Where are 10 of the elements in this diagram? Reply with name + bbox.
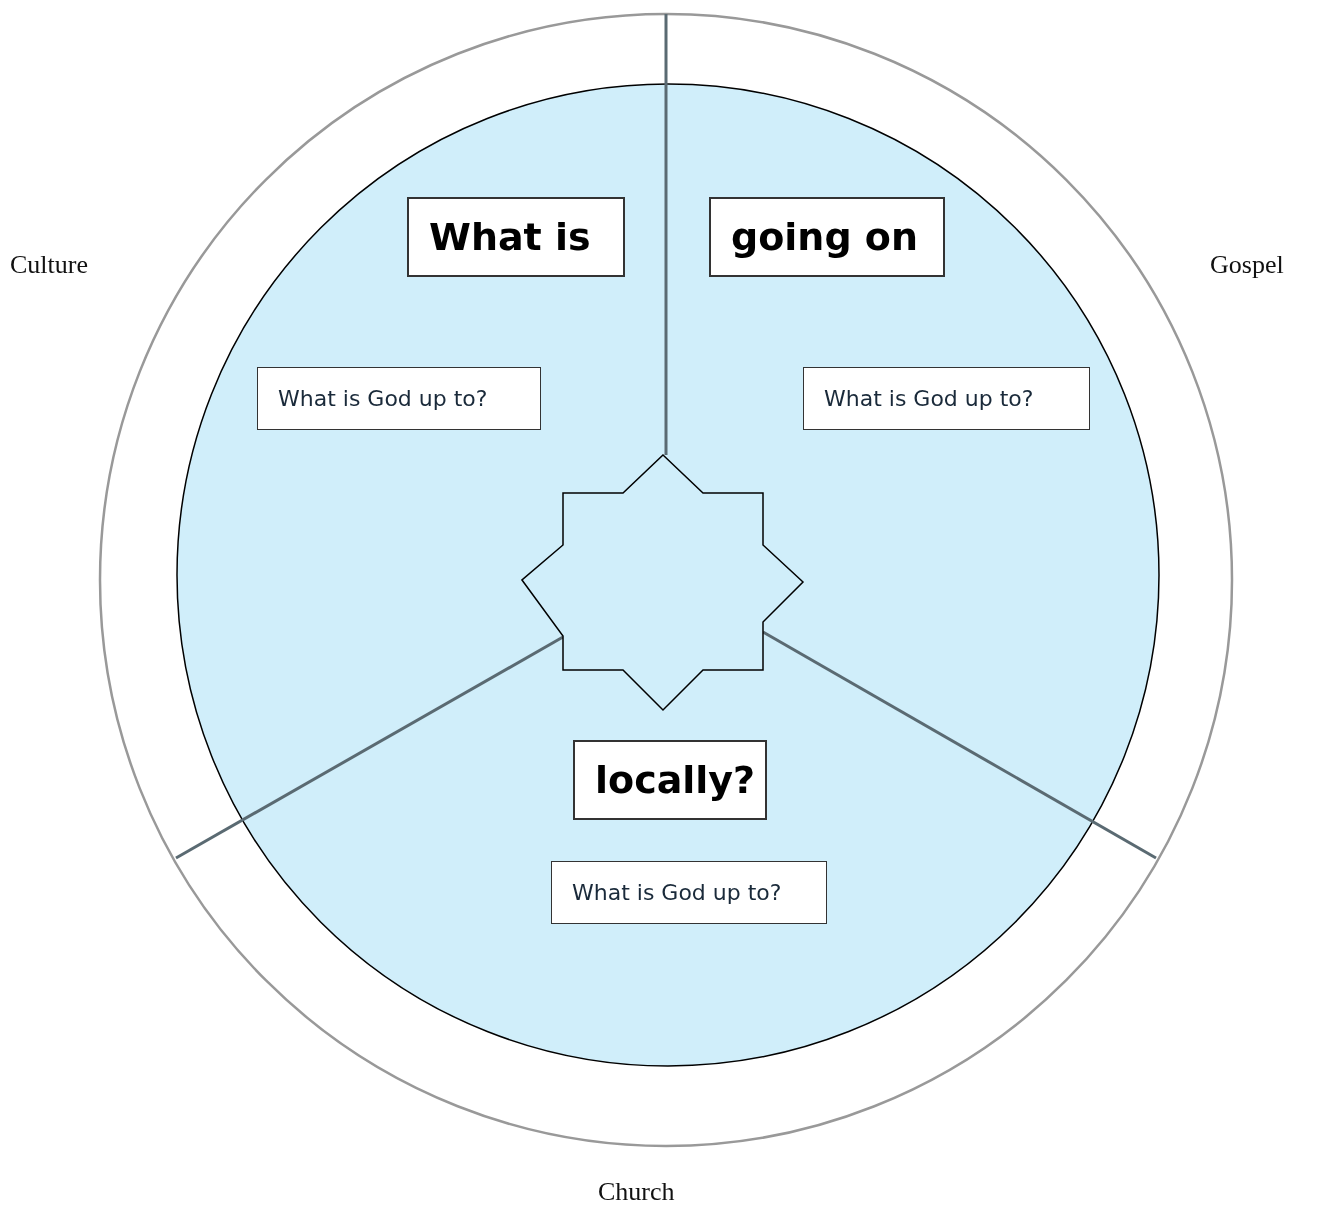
- question-box: What is God up to?: [803, 367, 1090, 430]
- sector-label: Culture: [10, 250, 88, 280]
- star-shape: [521, 454, 805, 712]
- heading-box: What is: [407, 197, 625, 277]
- heading-box: locally?: [573, 740, 767, 820]
- heading-box: going on: [709, 197, 945, 277]
- sector-label: Gospel: [1210, 250, 1284, 280]
- question-box: What is God up to?: [551, 861, 827, 924]
- sector-label: Church: [598, 1177, 675, 1207]
- question-box: What is God up to?: [257, 367, 541, 430]
